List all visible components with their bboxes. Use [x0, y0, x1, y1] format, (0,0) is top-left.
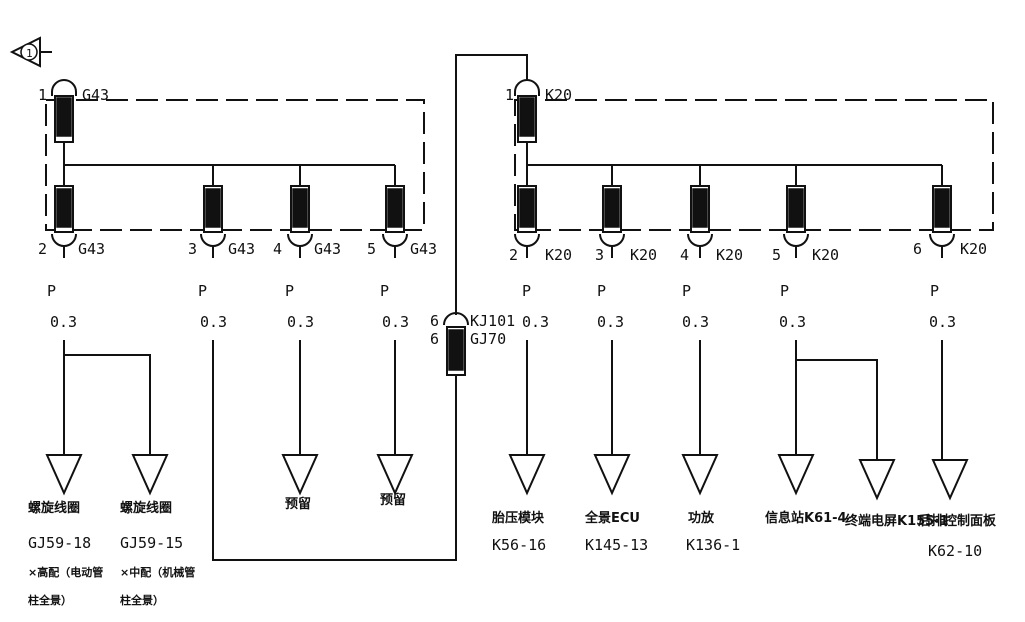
svg-text:胎压模块: 胎压模块: [492, 510, 545, 526]
svg-text:3: 3: [188, 240, 197, 258]
svg-text:0.3: 0.3: [522, 313, 549, 331]
inline-connector-kj101-gj70: 6 KJ101 6 GJ70: [430, 312, 515, 376]
svg-text:0.3: 0.3: [682, 313, 709, 331]
svg-text:K20: K20: [716, 246, 743, 264]
svg-text:螺旋线圈: 螺旋线圈: [28, 500, 80, 516]
ground-symbol-3: [281, 454, 319, 496]
svg-text:全景ECU: 全景ECU: [584, 510, 640, 526]
svg-text:KJ101: KJ101: [470, 312, 515, 330]
svg-text:终端电屏K155-1: 终端电屏K155-1: [845, 513, 949, 529]
svg-text:0.3: 0.3: [929, 313, 956, 331]
svg-text:预留: 预留: [380, 492, 406, 508]
svg-text:P: P: [780, 282, 789, 300]
svg-text:P: P: [285, 282, 294, 300]
svg-text:2: 2: [509, 246, 518, 264]
ground-symbol-7: [681, 454, 719, 496]
svg-text:G43: G43: [410, 240, 437, 258]
svg-text:GJ59-15: GJ59-15: [120, 534, 183, 552]
svg-text:0.3: 0.3: [200, 313, 227, 331]
right-out-2-connector: [599, 185, 625, 455]
svg-text:P: P: [198, 282, 207, 300]
svg-text:P: P: [597, 282, 606, 300]
svg-text:P: P: [682, 282, 691, 300]
right-out-1-connector: [514, 185, 540, 455]
loop-wire: [212, 345, 457, 561]
right-out-3-connector: [687, 185, 713, 455]
svg-text:×高配（电动管: ×高配（电动管: [28, 565, 103, 579]
ground-symbol-8: [777, 454, 815, 496]
ground-symbol-1: [45, 454, 83, 496]
left-splice-box: [45, 99, 425, 231]
right-branch-wire: [795, 345, 878, 460]
svg-text:P: P: [522, 282, 531, 300]
svg-text:K145-13: K145-13: [585, 536, 648, 554]
svg-text:K136-1: K136-1: [686, 536, 740, 554]
svg-text:1: 1: [38, 86, 47, 104]
svg-text:G43: G43: [78, 240, 105, 258]
svg-text:P: P: [380, 282, 389, 300]
svg-text:6: 6: [430, 312, 439, 330]
svg-text:信息站K61-4: 信息站K61-4: [765, 510, 847, 526]
svg-text:0.3: 0.3: [287, 313, 314, 331]
reference-marker: 1: [9, 36, 52, 68]
ground-symbol-5: [508, 454, 546, 496]
svg-text:K56-16: K56-16: [492, 536, 546, 554]
ground-symbol-9: [858, 459, 896, 501]
svg-text:GJ70: GJ70: [470, 330, 506, 348]
svg-text:K20: K20: [960, 240, 987, 258]
svg-text:5: 5: [367, 240, 376, 258]
svg-text:柱全景）: 柱全景）: [28, 593, 72, 607]
ground-symbol-10: [931, 459, 969, 501]
svg-text:K20: K20: [630, 246, 657, 264]
left-splice-labels: 2 G43 P 0.3 3 G43 P 0.3 4 G43 P 0.3 5 G4…: [38, 240, 437, 331]
svg-text:0.3: 0.3: [382, 313, 409, 331]
ground-labels: 螺旋线圈 GJ59-18 ×高配（电动管 柱全景） 螺旋线圈 GJ59-15 ×…: [28, 492, 997, 607]
right-splice-box: [514, 99, 994, 231]
left-top-connector: 1 G43: [38, 79, 109, 143]
svg-text:P: P: [47, 282, 56, 300]
svg-text:4: 4: [273, 240, 282, 258]
svg-text:0.3: 0.3: [779, 313, 806, 331]
svg-text:K62-10: K62-10: [928, 542, 982, 560]
left-out-1-connector: [51, 185, 77, 345]
left-out-3-connector: [287, 185, 313, 455]
svg-text:×中配（机械管: ×中配（机械管: [120, 565, 195, 579]
svg-text:6: 6: [430, 330, 439, 348]
left-out-2-connector: [200, 185, 226, 345]
ground-symbol-6: [593, 454, 631, 496]
svg-text:K20: K20: [812, 246, 839, 264]
svg-text:0.3: 0.3: [597, 313, 624, 331]
svg-text:K20: K20: [545, 86, 572, 104]
svg-text:功放: 功放: [688, 510, 715, 526]
svg-text:G43: G43: [82, 86, 109, 104]
svg-text:3: 3: [595, 246, 604, 264]
svg-text:预留: 预留: [285, 496, 311, 512]
svg-text:1: 1: [505, 86, 514, 104]
svg-text:1: 1: [26, 47, 33, 60]
svg-text:6: 6: [913, 240, 922, 258]
svg-text:5: 5: [772, 246, 781, 264]
right-splice-labels: 2 K20 P 0.3 3 K20 P 0.3 4 K20 P 0.3 5 K2…: [509, 240, 987, 331]
feed-wire: [455, 54, 528, 315]
svg-text:螺旋线圈: 螺旋线圈: [120, 500, 172, 516]
svg-text:后排控制面板: 后排控制面板: [918, 513, 997, 529]
left-out-4-connector: [382, 185, 408, 455]
svg-text:P: P: [930, 282, 939, 300]
svg-text:柱全景）: 柱全景）: [120, 593, 164, 607]
svg-text:G43: G43: [314, 240, 341, 258]
left-branch-wire: [63, 345, 151, 455]
svg-text:0.3: 0.3: [50, 313, 77, 331]
svg-text:GJ59-18: GJ59-18: [28, 534, 91, 552]
svg-text:K20: K20: [545, 246, 572, 264]
svg-text:2: 2: [38, 240, 47, 258]
ground-symbol-2: [131, 454, 169, 496]
svg-text:4: 4: [680, 246, 689, 264]
svg-text:G43: G43: [228, 240, 255, 258]
right-out-4-connector: [783, 185, 809, 345]
ground-symbol-4: [376, 454, 414, 496]
